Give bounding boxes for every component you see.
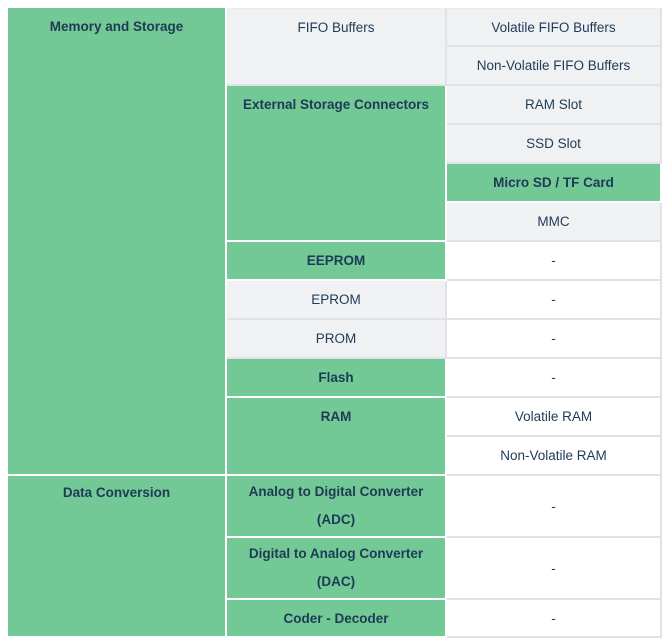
subcategory-cell-eeprom: EEPROM	[227, 242, 447, 281]
item-cell-dash: -	[447, 242, 662, 281]
table-row: Digital to Analog Converter (DAC) -	[8, 538, 662, 600]
subcategory-cell-external-storage-connectors: External Storage Connectors	[227, 86, 447, 242]
table-row: External Storage Connectors RAM Slot	[8, 86, 662, 242]
subcategory-cell-eprom: EPROM	[227, 281, 447, 320]
item-cell-micro-sd-tf-card: Micro SD / TF Card	[447, 164, 662, 203]
table-row: EEPROM -	[8, 242, 662, 281]
subcategory-cell-prom: PROM	[227, 320, 447, 359]
item-cell-ssd-slot: SSD Slot	[447, 125, 662, 164]
subcategory-cell-coder-decoder: Coder - Decoder	[227, 600, 447, 638]
table-row: RAM Volatile RAM	[8, 398, 662, 476]
subcategory-cell-adc: Analog to Digital Converter (ADC)	[227, 476, 447, 538]
table-row: SSD Slot	[8, 125, 662, 164]
table-row: Non-Volatile RAM	[8, 437, 662, 476]
subcategory-label-line: (DAC)	[316, 574, 356, 589]
table-row: EPROM -	[8, 281, 662, 320]
subcategory-cell-ram: RAM	[227, 398, 447, 476]
item-cell-dash: -	[447, 281, 662, 320]
table-row: Coder - Decoder -	[8, 600, 662, 638]
item-cell-mmc: MMC	[447, 203, 662, 242]
peripherals-table: Memory and Storage FIFO Buffers Volatile…	[8, 8, 662, 638]
item-cell-dash: -	[447, 320, 662, 359]
subcategory-label-line: Digital to Analog Converter	[248, 546, 424, 561]
item-cell-non-volatile-fifo-buffers: Non-Volatile FIFO Buffers	[447, 47, 662, 86]
category-cell-data-conversion: Data Conversion	[8, 476, 227, 638]
item-cell-ram-slot: RAM Slot	[447, 86, 662, 125]
subcategory-label-line: Analog to Digital Converter	[248, 484, 424, 499]
table-row: Flash -	[8, 359, 662, 398]
subcategory-cell-fifo-buffers: FIFO Buffers	[227, 8, 447, 86]
item-cell-volatile-fifo-buffers: Volatile FIFO Buffers	[447, 8, 662, 47]
item-cell-non-volatile-ram: Non-Volatile RAM	[447, 437, 662, 476]
item-cell-dash: -	[447, 538, 662, 600]
category-cell-memory-and-storage: Memory and Storage	[8, 8, 227, 476]
subcategory-cell-dac: Digital to Analog Converter (DAC)	[227, 538, 447, 600]
subcategory-label-line: (ADC)	[316, 512, 356, 527]
table-row: Memory and Storage FIFO Buffers Volatile…	[8, 8, 662, 476]
table-row: Data Conversion Analog to Digital Conver…	[8, 476, 662, 638]
item-cell-dash: -	[447, 476, 662, 538]
subcategory-cell-flash: Flash	[227, 359, 447, 398]
item-cell-dash: -	[447, 359, 662, 398]
item-cell-dash: -	[447, 600, 662, 638]
table-row: PROM -	[8, 320, 662, 359]
table-row: MMC	[8, 203, 662, 242]
table-row: Non-Volatile FIFO Buffers	[8, 47, 662, 86]
item-cell-volatile-ram: Volatile RAM	[447, 398, 662, 437]
table-row: Micro SD / TF Card	[8, 164, 662, 203]
